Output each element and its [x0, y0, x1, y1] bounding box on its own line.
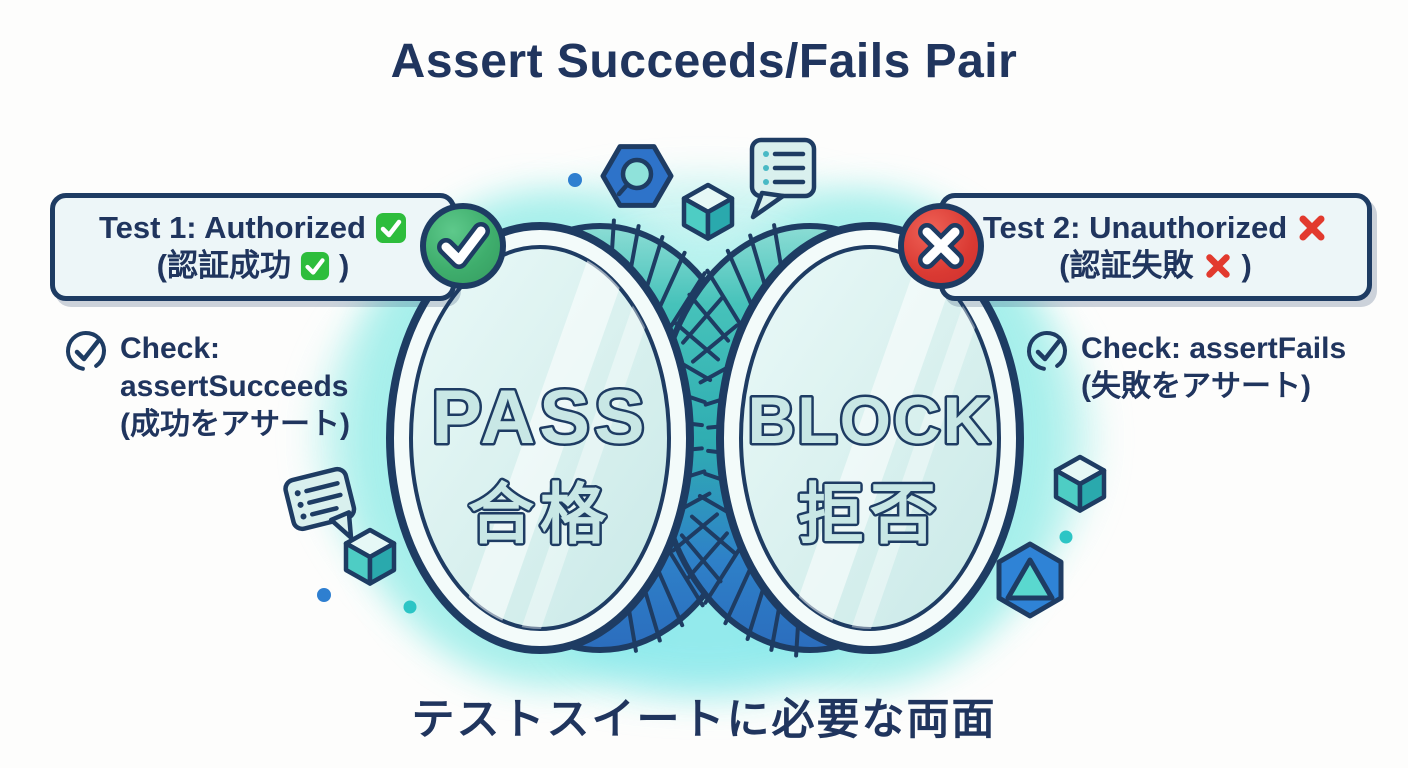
coin-pass-word-ja: 合格: [468, 477, 612, 551]
check-right-line2: (失敗をアサート): [1081, 370, 1311, 404]
test2-text-close: ): [1241, 247, 1252, 283]
coin-block: BLOCK 拒否: [716, 222, 1024, 654]
coin-pass: PASS 合格: [386, 222, 694, 654]
coin-block-word-ja: 拒否: [798, 477, 942, 551]
red-cross-emoji-icon: [1296, 212, 1328, 244]
test1-label-box: Test 1: Authorized (認証成功 ): [50, 193, 456, 301]
chat-list-bubble-icon: [283, 466, 357, 540]
chat-list-bubble-icon: [749, 137, 817, 220]
coin-highlight: [780, 247, 999, 629]
hexagon-triangle-icon: [996, 541, 1064, 619]
test2-text-ja: (認証失敗: [1059, 247, 1194, 283]
red-cross-emoji-icon: [1203, 251, 1233, 281]
check-item-left: Check: assertSucceeds (成功をアサート): [63, 330, 350, 444]
fail-x-circle-icon: [898, 203, 984, 289]
test1-text-close: ): [339, 247, 350, 283]
dot-teal: [403, 600, 417, 614]
dot-blue: [317, 588, 331, 602]
coin-block-word: BLOCK: [748, 383, 993, 457]
test1-text: Test 1: Authorized: [99, 210, 366, 246]
dot-teal: [1059, 530, 1073, 544]
hexagon-nut-icon: [600, 144, 674, 208]
check-item-right: Check: assertFails (失敗をアサート): [1024, 330, 1346, 406]
check-left-line1: Check:: [120, 332, 221, 365]
green-check-emoji-icon: [300, 251, 330, 281]
page-title: Assert Succeeds/Fails Pair: [390, 35, 1018, 88]
coin-highlight: [450, 247, 669, 629]
dot-blue: [568, 173, 582, 187]
check-left-line2: assertSucceeds: [120, 370, 349, 404]
cube-icon: [684, 185, 732, 239]
check-right-line1: Check: assertFails: [1081, 332, 1347, 365]
check-left-line3: (成功をアサート): [120, 408, 350, 442]
cube-icon: [1056, 457, 1104, 511]
cube-icon: [346, 530, 394, 584]
circle-check-icon: [1024, 328, 1070, 374]
pass-check-circle-icon: [420, 203, 506, 289]
test1-text-ja: (認証成功: [156, 247, 291, 283]
decorations: [283, 137, 1104, 619]
test2-text: Test 2: Unauthorized: [982, 210, 1288, 246]
circle-check-icon: [63, 328, 109, 374]
test2-label-box: Test 2: Unauthorized (認証失敗 ): [939, 193, 1372, 301]
bottom-caption: テストスイートに必要な両面: [411, 696, 997, 744]
coin-pass-word: PASS: [431, 375, 648, 460]
green-check-emoji-icon: [375, 212, 407, 244]
